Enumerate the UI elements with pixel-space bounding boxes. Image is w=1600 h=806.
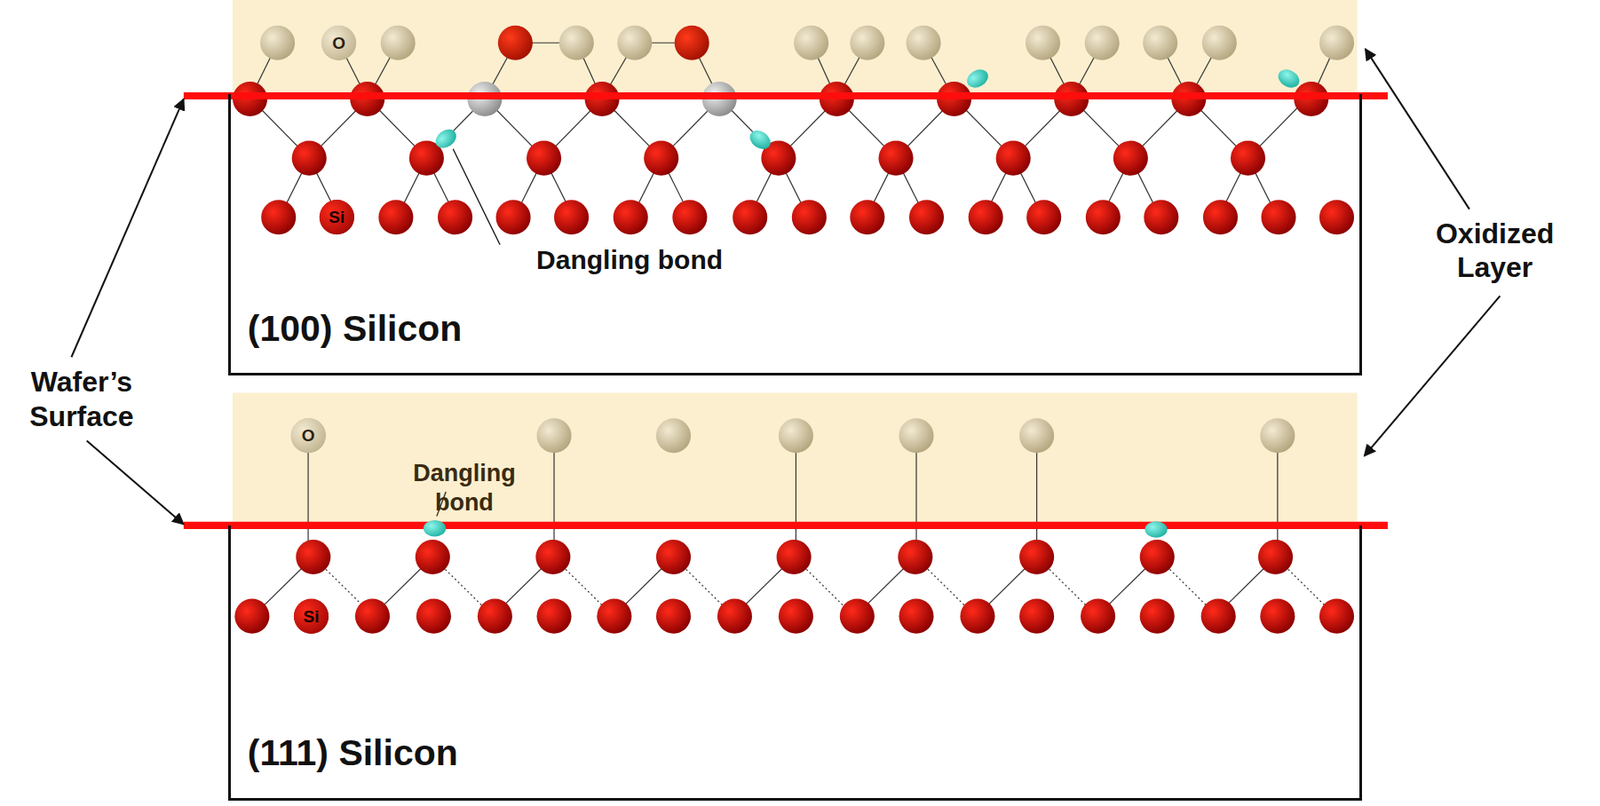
atom-circle: Si [293, 599, 329, 634]
annotation-label: Oxidized Layer [1417, 215, 1573, 285]
oxide-band [232, 0, 1357, 96]
callout-label: Dangling bond [397, 459, 531, 517]
callout-label: Dangling bond [536, 244, 723, 277]
atom-circle: Si [319, 199, 355, 235]
silicon-panel: (100) Silicon Si [228, 94, 1363, 376]
annotation-label: Wafer’s Surface [3, 364, 159, 434]
atom-symbol: O [301, 427, 316, 444]
atom-symbol: O [332, 34, 346, 52]
atom-circle: O [321, 25, 357, 61]
leader-lines [71, 48, 1500, 525]
atoms [232, 25, 1355, 634]
oxide-band [232, 392, 1357, 525]
panel-title: (111) Silicon [247, 732, 459, 775]
atom-symbol: Si [328, 208, 345, 226]
dangling-bonds [423, 65, 1303, 538]
surface-line [183, 522, 1388, 530]
silicon-panel: (111) Silicon Si [228, 525, 1363, 801]
atom-symbol: Si [303, 608, 320, 626]
atom-circle: O [291, 418, 326, 453]
panel-title: (100) Silicon [247, 308, 463, 350]
